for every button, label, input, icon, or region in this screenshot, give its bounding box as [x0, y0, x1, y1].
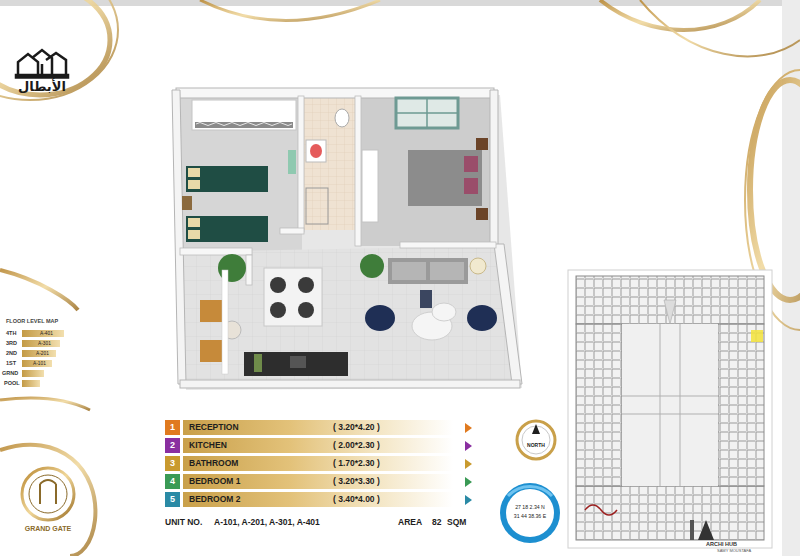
area-unit: SQM — [447, 518, 466, 527]
compass — [517, 421, 555, 459]
compass-label: NORTH — [527, 443, 545, 449]
unit-numbers: A-101, A-201, A-301, A-401 — [214, 518, 320, 527]
floor-bars — [22, 330, 64, 387]
section-title: FLOOR LEVEL MAP — [6, 318, 58, 324]
location-badge — [500, 483, 560, 543]
legend-row: 4 BEDROOM 1 ( 3.20*3.30 ) — [165, 474, 480, 489]
callout-number: 3 — [165, 456, 180, 471]
logo-text: الأبطال — [18, 80, 66, 94]
legend-row: 3 BATHROOM ( 1.70*2.30 ) — [165, 456, 480, 471]
unit-label: UNIT NO. — [165, 518, 202, 527]
room-size: ( 3.20*3.30 ) — [333, 476, 380, 486]
row-marker — [465, 495, 472, 505]
floor-name: POOL — [4, 380, 20, 386]
row-marker — [465, 441, 472, 451]
floor-name: GRND — [2, 370, 18, 376]
grand-gate-logo — [22, 468, 74, 520]
room-size: ( 3.20*4.20 ) — [333, 422, 380, 432]
unit-code: A-401 — [40, 331, 53, 336]
floor-name: 1ST — [6, 360, 16, 366]
unit-code: A-301 — [38, 341, 51, 346]
floor-name: 4TH — [6, 330, 16, 336]
legend-row: 5 BEDROOM 2 ( 3.40*4.00 ) — [165, 492, 480, 507]
callout-number: 1 — [165, 420, 180, 435]
row-marker — [465, 477, 472, 487]
area-label: AREA — [398, 518, 422, 527]
unit-code: A-201 — [36, 351, 49, 356]
callout-number: 4 — [165, 474, 180, 489]
callout-number: 2 — [165, 438, 180, 453]
room-size: ( 2.00*2.30 ) — [333, 440, 380, 450]
room-name: KITCHEN — [189, 440, 227, 450]
area-value: 82 — [432, 518, 441, 527]
brand-name: GRAND GATE — [25, 525, 72, 533]
legend-row: 2 KITCHEN ( 2.00*2.30 ) — [165, 438, 480, 453]
designer-name: ARCHI HUB — [706, 541, 737, 547]
room-size: ( 1.70*2.30 ) — [333, 458, 380, 468]
row-marker — [465, 459, 472, 469]
latitude: 27 18 2.34 N — [515, 505, 545, 511]
legend-row: 1 RECEPTION ( 3.20*4.20 ) — [165, 420, 480, 435]
floor-name: 2ND — [6, 350, 17, 356]
unit-code: A-101 — [33, 361, 46, 366]
row-marker — [465, 423, 472, 433]
callout-number: 5 — [165, 492, 180, 507]
apartment-plan — [172, 88, 522, 390]
room-name: BEDROOM 2 — [189, 494, 240, 504]
site-plan — [568, 270, 772, 548]
room-name: BEDROOM 1 — [189, 476, 240, 486]
room-name: RECEPTION — [189, 422, 239, 432]
room-size: ( 3.40*4.00 ) — [333, 494, 380, 504]
logo-icon — [16, 50, 68, 78]
floor-name: 3RD — [6, 340, 17, 346]
longitude: 31 44 38.36 E — [514, 514, 546, 520]
designer-subname: SAMY MOUSTAFA — [717, 549, 751, 553]
room-name: BATHROOM — [189, 458, 238, 468]
